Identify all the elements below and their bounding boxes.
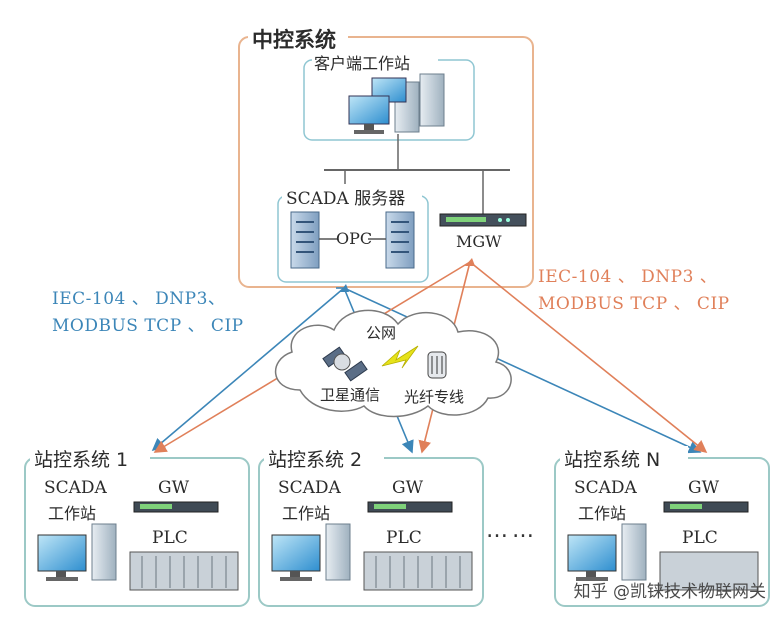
- station-n-gw-label: GW: [688, 478, 720, 498]
- client-workstation-label: 客户端工作站: [314, 54, 411, 73]
- station-box-2: [258, 446, 484, 607]
- station-box-1: [24, 446, 250, 607]
- station-1-gw-label: GW: [158, 478, 190, 498]
- protocols-left-line1: IEC-104 、 DNP3、: [52, 289, 226, 309]
- station-1-scada-label: SCADA: [44, 478, 107, 498]
- station-1-workstation-label: 工作站: [48, 504, 97, 523]
- station-1-plc-label: PLC: [152, 528, 188, 548]
- protocols-right-line2: MODBUS TCP 、 CIP: [538, 294, 730, 314]
- client-computers-icon: [348, 73, 445, 134]
- watermark-text: 知乎 @凯铼技术物联网关: [573, 582, 766, 602]
- central-title-bg: [248, 25, 348, 49]
- station-box-n: [554, 446, 770, 607]
- station-2-workstation-label: 工作站: [282, 504, 331, 523]
- opc-label: OPC: [336, 229, 373, 248]
- ellipsis: ……: [486, 518, 538, 543]
- station-n-equipment: [567, 501, 759, 591]
- scada-server-label: SCADA 服务器: [286, 189, 406, 209]
- station-2-plc-label: PLC: [386, 528, 422, 548]
- central-system-title: 中控系统: [252, 28, 336, 52]
- station-2-title: 站控系统 2: [268, 449, 363, 471]
- fiber-label: 光纤专线: [404, 388, 465, 406]
- public-network-label: 公网: [366, 324, 397, 342]
- mgw-device-icon: [439, 213, 527, 227]
- scada-server-icon: [290, 211, 415, 269]
- fiber-icon: [427, 351, 447, 379]
- station-1-title: 站控系统 1: [34, 449, 129, 471]
- satellite-label: 卫星通信: [320, 386, 381, 404]
- protocols-left-line2: MODBUS TCP 、 CIP: [52, 316, 244, 336]
- satellite-icon: [322, 346, 368, 382]
- station-2-scada-label: SCADA: [278, 478, 341, 498]
- mgw-label: MGW: [456, 232, 502, 251]
- station-n-plc-label: PLC: [682, 528, 718, 548]
- station-1-equipment: [37, 501, 239, 591]
- station-2-gw-label: GW: [392, 478, 424, 498]
- station-n-workstation-label: 工作站: [578, 504, 627, 523]
- lightning-icon: [381, 345, 419, 369]
- central-system-box: [238, 36, 534, 288]
- station-n-title: 站控系统 N: [564, 449, 661, 471]
- protocols-right-line1: IEC-104 、 DNP3 、: [538, 267, 718, 287]
- station-n-scada-label: SCADA: [574, 478, 637, 498]
- station-2-equipment: [271, 501, 473, 591]
